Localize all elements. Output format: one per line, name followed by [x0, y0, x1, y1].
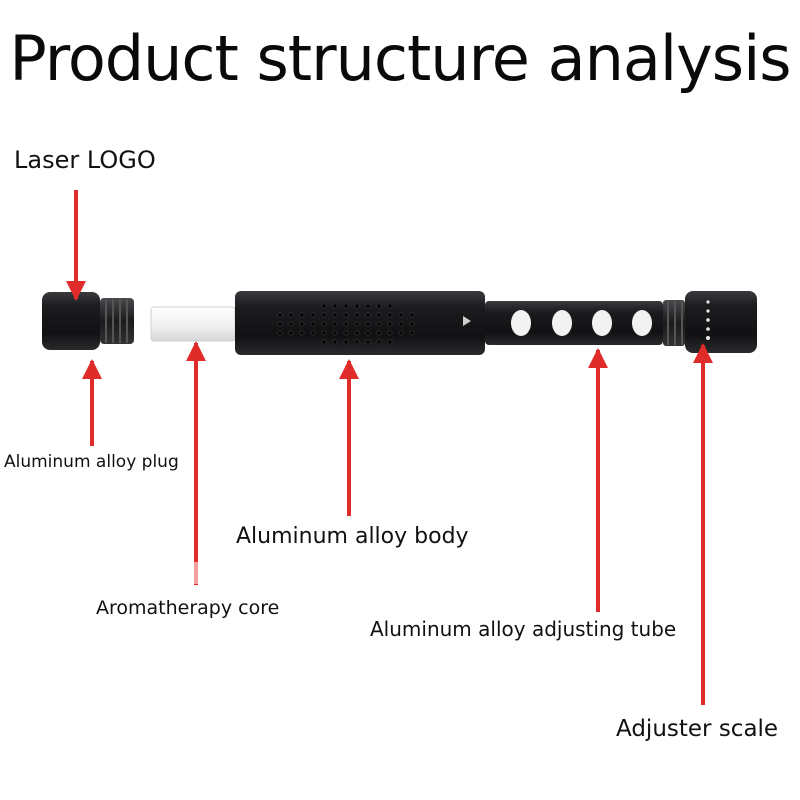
aromatherapy-core-part [150, 306, 236, 342]
adjuster-scale-part [685, 291, 757, 353]
label-aluminum-alloy-body: Aluminum alloy body [236, 524, 469, 549]
page-title: Product structure analysis [9, 22, 791, 95]
body-vent-holes [277, 303, 415, 345]
label-adjuster-scale: Adjuster scale [616, 716, 779, 742]
pointer-arrows [66, 190, 713, 705]
adjusting-tube-part [485, 300, 685, 346]
label-aluminum-alloy-plug: Aluminum alloy plug [4, 452, 179, 472]
body-part [235, 291, 485, 355]
label-aromatherapy-core: Aromatherapy core [96, 597, 280, 619]
label-aluminum-alloy-adjusting-tube: Aluminum alloy adjusting tube [370, 617, 677, 641]
plug-part [42, 292, 134, 350]
label-laser-logo: Laser LOGO [14, 146, 156, 174]
